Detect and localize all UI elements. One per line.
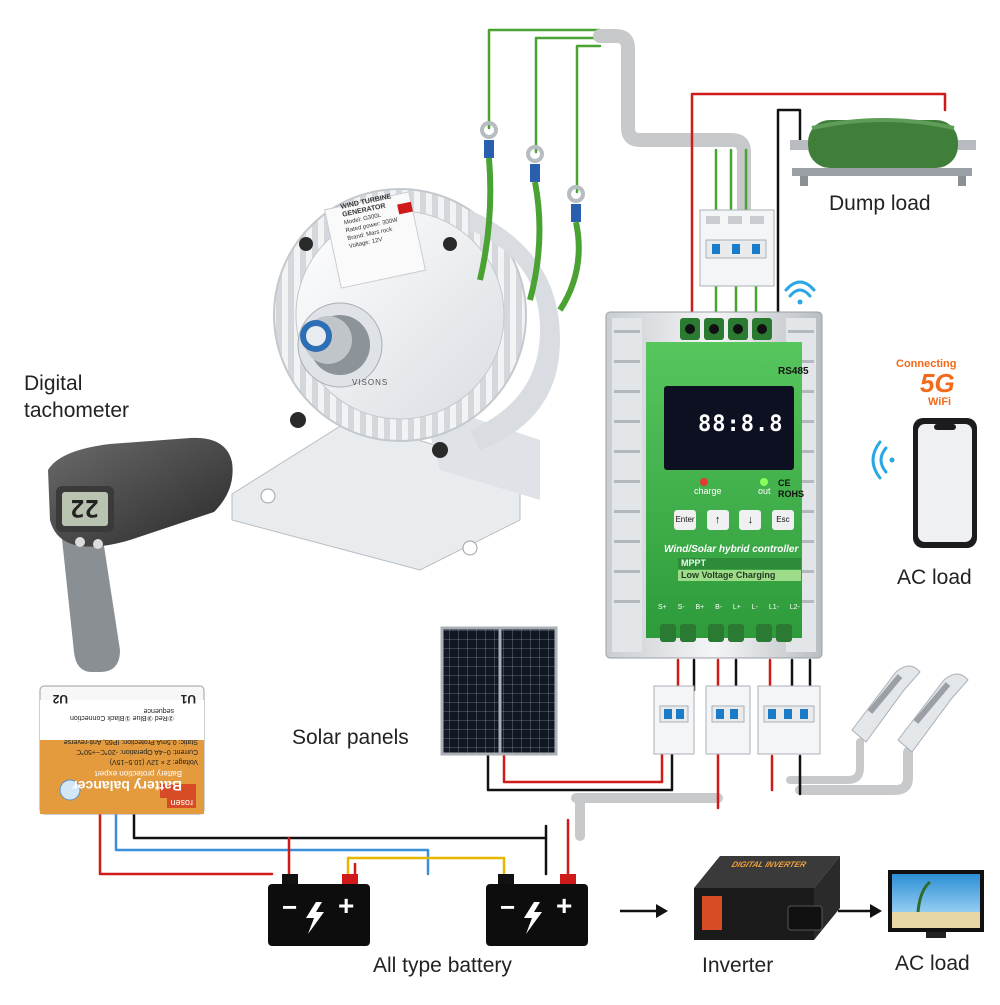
digital-tachometer <box>48 437 233 672</box>
gen-cable-grey <box>593 29 751 217</box>
solar-wire-red <box>502 752 664 784</box>
balancer-spec-static: Static: 0.5mA <box>156 738 198 745</box>
solar-panels <box>440 626 558 756</box>
badge-low-voltage: Low Voltage Charging <box>678 570 801 581</box>
terminal-l2-minus: L2- <box>789 604 800 611</box>
terminal-s-plus: S+ <box>658 604 667 611</box>
cert-ce: CE <box>778 478 791 488</box>
esc-button[interactable]: Esc <box>771 510 794 530</box>
bat-series-yellow <box>346 856 506 876</box>
ring-terminals <box>477 121 585 312</box>
battery1-plus: + <box>338 890 355 921</box>
balancer-title: Battery balancer <box>72 778 182 794</box>
balancer-spec-current: Current: 0~4A <box>154 748 198 755</box>
label-ac-load-phone: AC load <box>897 566 972 589</box>
controller-terminal-labels: S+ S- B+ B- L+ L- L1- L2- <box>658 604 800 611</box>
generator-hub-text: VISONS <box>352 378 389 387</box>
out-led <box>760 478 768 486</box>
terminal-l1-minus: L1- <box>768 604 779 611</box>
terminal-l-minus: L- <box>751 604 758 611</box>
balancer-u2: U2 <box>52 692 68 706</box>
battery2-plus: + <box>556 890 573 921</box>
terminal-b-plus: B+ <box>695 604 705 611</box>
power-inverter <box>694 856 840 940</box>
solar-wire-black <box>486 752 674 792</box>
label-inverter: Inverter <box>702 954 774 977</box>
led-street-lights <box>851 665 969 753</box>
wires <box>98 28 947 876</box>
label-ac-load-tv: AC load <box>895 952 970 975</box>
breakers-bottom <box>653 685 821 755</box>
balancer-spec-protection: Protection: IP65, Anti-reverse <box>63 738 155 745</box>
balancer-label: rosen Battery balancer Battery protectio… <box>40 686 204 814</box>
load-cable-grey-2 <box>786 738 864 784</box>
balancer-subtitle: Battery protection expert <box>94 769 182 778</box>
enter-button[interactable]: Enter <box>674 510 696 530</box>
bal-wire-red <box>98 810 274 876</box>
battery1-minus: − <box>282 892 298 922</box>
controller-buttons: Enter ↑ ↓ Esc <box>674 510 794 530</box>
load-cable-grey <box>795 747 913 795</box>
balancer-spec-voltage: Voltage: 2 × 12V <box>146 758 198 765</box>
dump-load-resistor <box>790 118 976 186</box>
dump-wire-black <box>776 108 802 314</box>
gen-wire-3 <box>575 44 602 194</box>
label-solar-panels: Solar panels <box>292 726 409 749</box>
controller-display-digits: 88:8.8 <box>698 412 784 437</box>
indicator-out: out <box>758 486 771 496</box>
cert-rohs: ROHS <box>778 489 805 499</box>
bal-wire-blue <box>114 810 430 876</box>
terminal-b-minus: B- <box>715 604 723 611</box>
smartphone <box>913 418 977 548</box>
battery2-minus: − <box>500 892 516 922</box>
bal-wire-black <box>132 810 548 840</box>
gen-wire-2 <box>534 36 602 154</box>
tachometer-display: 22 <box>70 494 99 522</box>
breaker-top <box>699 209 775 287</box>
wind-turbine-generator <box>231 188 560 571</box>
balancer-spec-voltage-range: (10.5~15V) <box>109 758 145 765</box>
wifi-icon <box>784 280 816 305</box>
badge-wifi: WiFi <box>928 396 952 408</box>
label-tachometer-line1: Digital <box>24 372 83 395</box>
down-button[interactable]: ↓ <box>739 510 762 530</box>
battery-balancer <box>39 685 205 815</box>
controller-rs485: RS485 <box>778 366 809 377</box>
terminal-l-plus: L+ <box>732 604 741 611</box>
label-dump-load: Dump load <box>829 192 931 215</box>
balancer-specs: Voltage: 2 × 12V (10.5~15V) Current: 0~4… <box>48 736 198 766</box>
label-tachometer-line2: tachometer <box>24 399 130 422</box>
badge-5g: 5G <box>920 368 955 398</box>
dump-wire-red <box>690 92 947 314</box>
badge-mppt: MPPT <box>678 558 801 569</box>
lightning-bolt-icon <box>306 902 542 934</box>
television <box>888 870 984 938</box>
controller-title: Wind/Solar hybrid controller <box>664 544 799 555</box>
arrow-right-icon <box>620 904 882 918</box>
label-battery: All type battery <box>373 954 512 977</box>
gen-wire-1 <box>487 28 602 130</box>
charge-led <box>700 478 708 486</box>
inverter-text: DIGITAL INVERTER <box>730 860 808 869</box>
wifi-icon-phone <box>871 440 895 480</box>
terminal-s-minus: S- <box>677 604 685 611</box>
badge-connecting: Connecting <box>896 358 957 370</box>
balancer-sequence: ②Red ③Blue ①Black Connection sequence <box>69 707 174 721</box>
balancer-u1: U1 <box>180 692 196 706</box>
up-button[interactable]: ↑ <box>706 510 729 530</box>
indicator-charge: charge <box>694 486 722 496</box>
balancer-spec-operation: Operation: -20℃~+50℃ <box>76 748 153 755</box>
balancer-brand: rosen <box>167 798 196 808</box>
